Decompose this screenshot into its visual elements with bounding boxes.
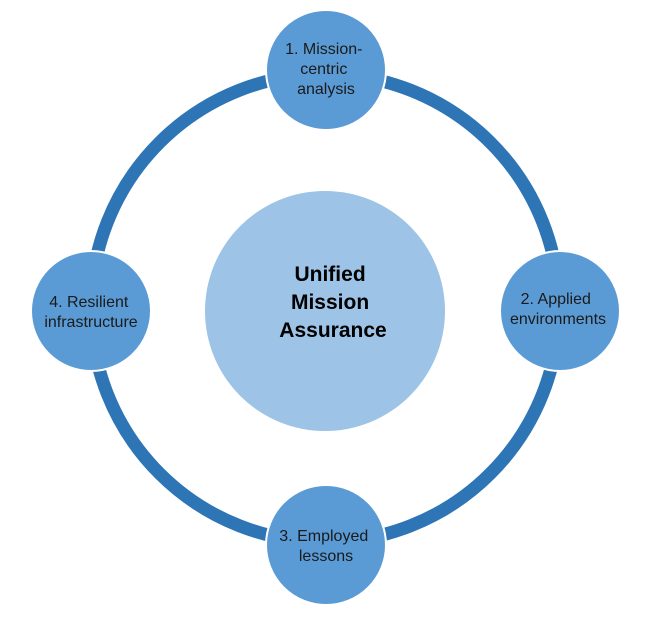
node-mission-centric-analysis: 1. Mission- centric analysis [265, 9, 387, 131]
node-employed-lessons: 3. Employed lessons [265, 484, 387, 606]
node-circle [30, 250, 152, 372]
node-circle [265, 484, 387, 606]
node-circle [265, 9, 387, 131]
node-resilient-infrastructure: 4. Resilient infrastructure [30, 250, 152, 372]
node-label: 4. Resilient infrastructure [44, 294, 137, 331]
node-applied-environments: 2. Applied environments [499, 250, 621, 372]
node-circle [499, 250, 621, 372]
center-node [205, 191, 445, 431]
node-label: 3. Employed lessons [279, 528, 372, 565]
node-label: 2. Applied environments [510, 291, 606, 328]
center-node-label: Unified Mission Assurance [279, 263, 386, 342]
node-label: 1. Mission- centric analysis [285, 41, 367, 98]
